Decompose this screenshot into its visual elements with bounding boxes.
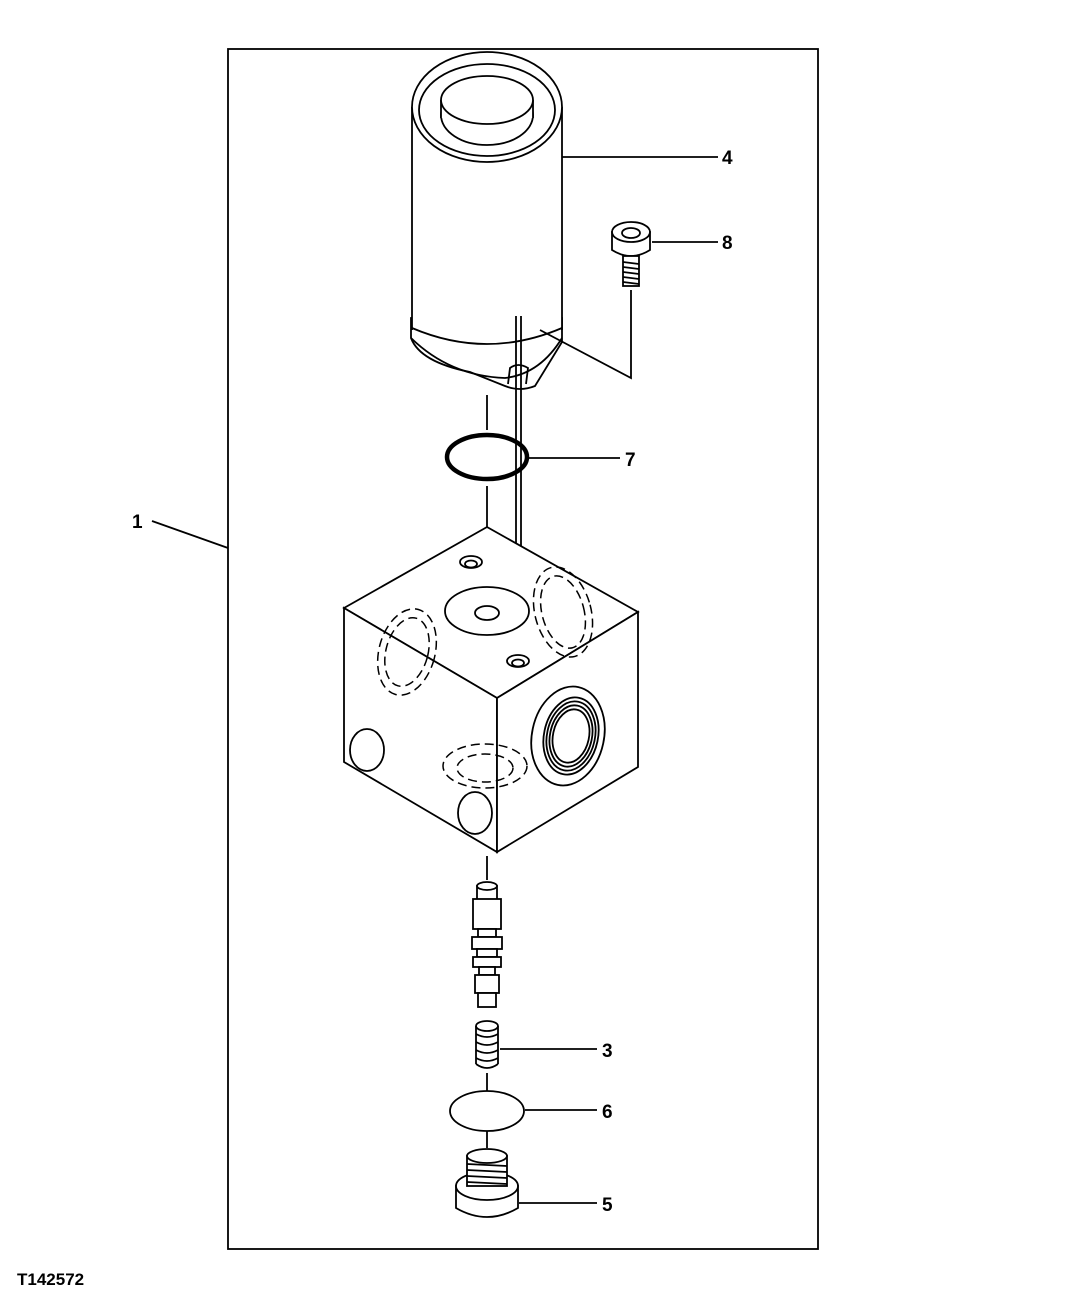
cap-screw xyxy=(611,221,651,287)
o-ring xyxy=(444,432,530,482)
valve-block xyxy=(342,525,640,854)
spring xyxy=(475,1020,499,1069)
figure-id: T142572 xyxy=(17,1270,84,1289)
assembly-frame xyxy=(227,48,819,1250)
plug xyxy=(455,1148,519,1218)
callout-7: 7 xyxy=(625,450,636,471)
callout-5: 5 xyxy=(602,1195,613,1216)
callout-8: 8 xyxy=(722,233,733,254)
screw-path-line xyxy=(539,290,632,380)
callout-6: 6 xyxy=(602,1102,613,1123)
callout-1: 1 xyxy=(132,512,143,533)
disc-seal xyxy=(449,1090,525,1132)
solenoid-coil xyxy=(410,51,563,390)
callout-4: 4 xyxy=(722,148,733,169)
leader-line-1 xyxy=(151,520,229,549)
valve-spool xyxy=(471,881,503,1008)
callout-3: 3 xyxy=(602,1041,613,1062)
